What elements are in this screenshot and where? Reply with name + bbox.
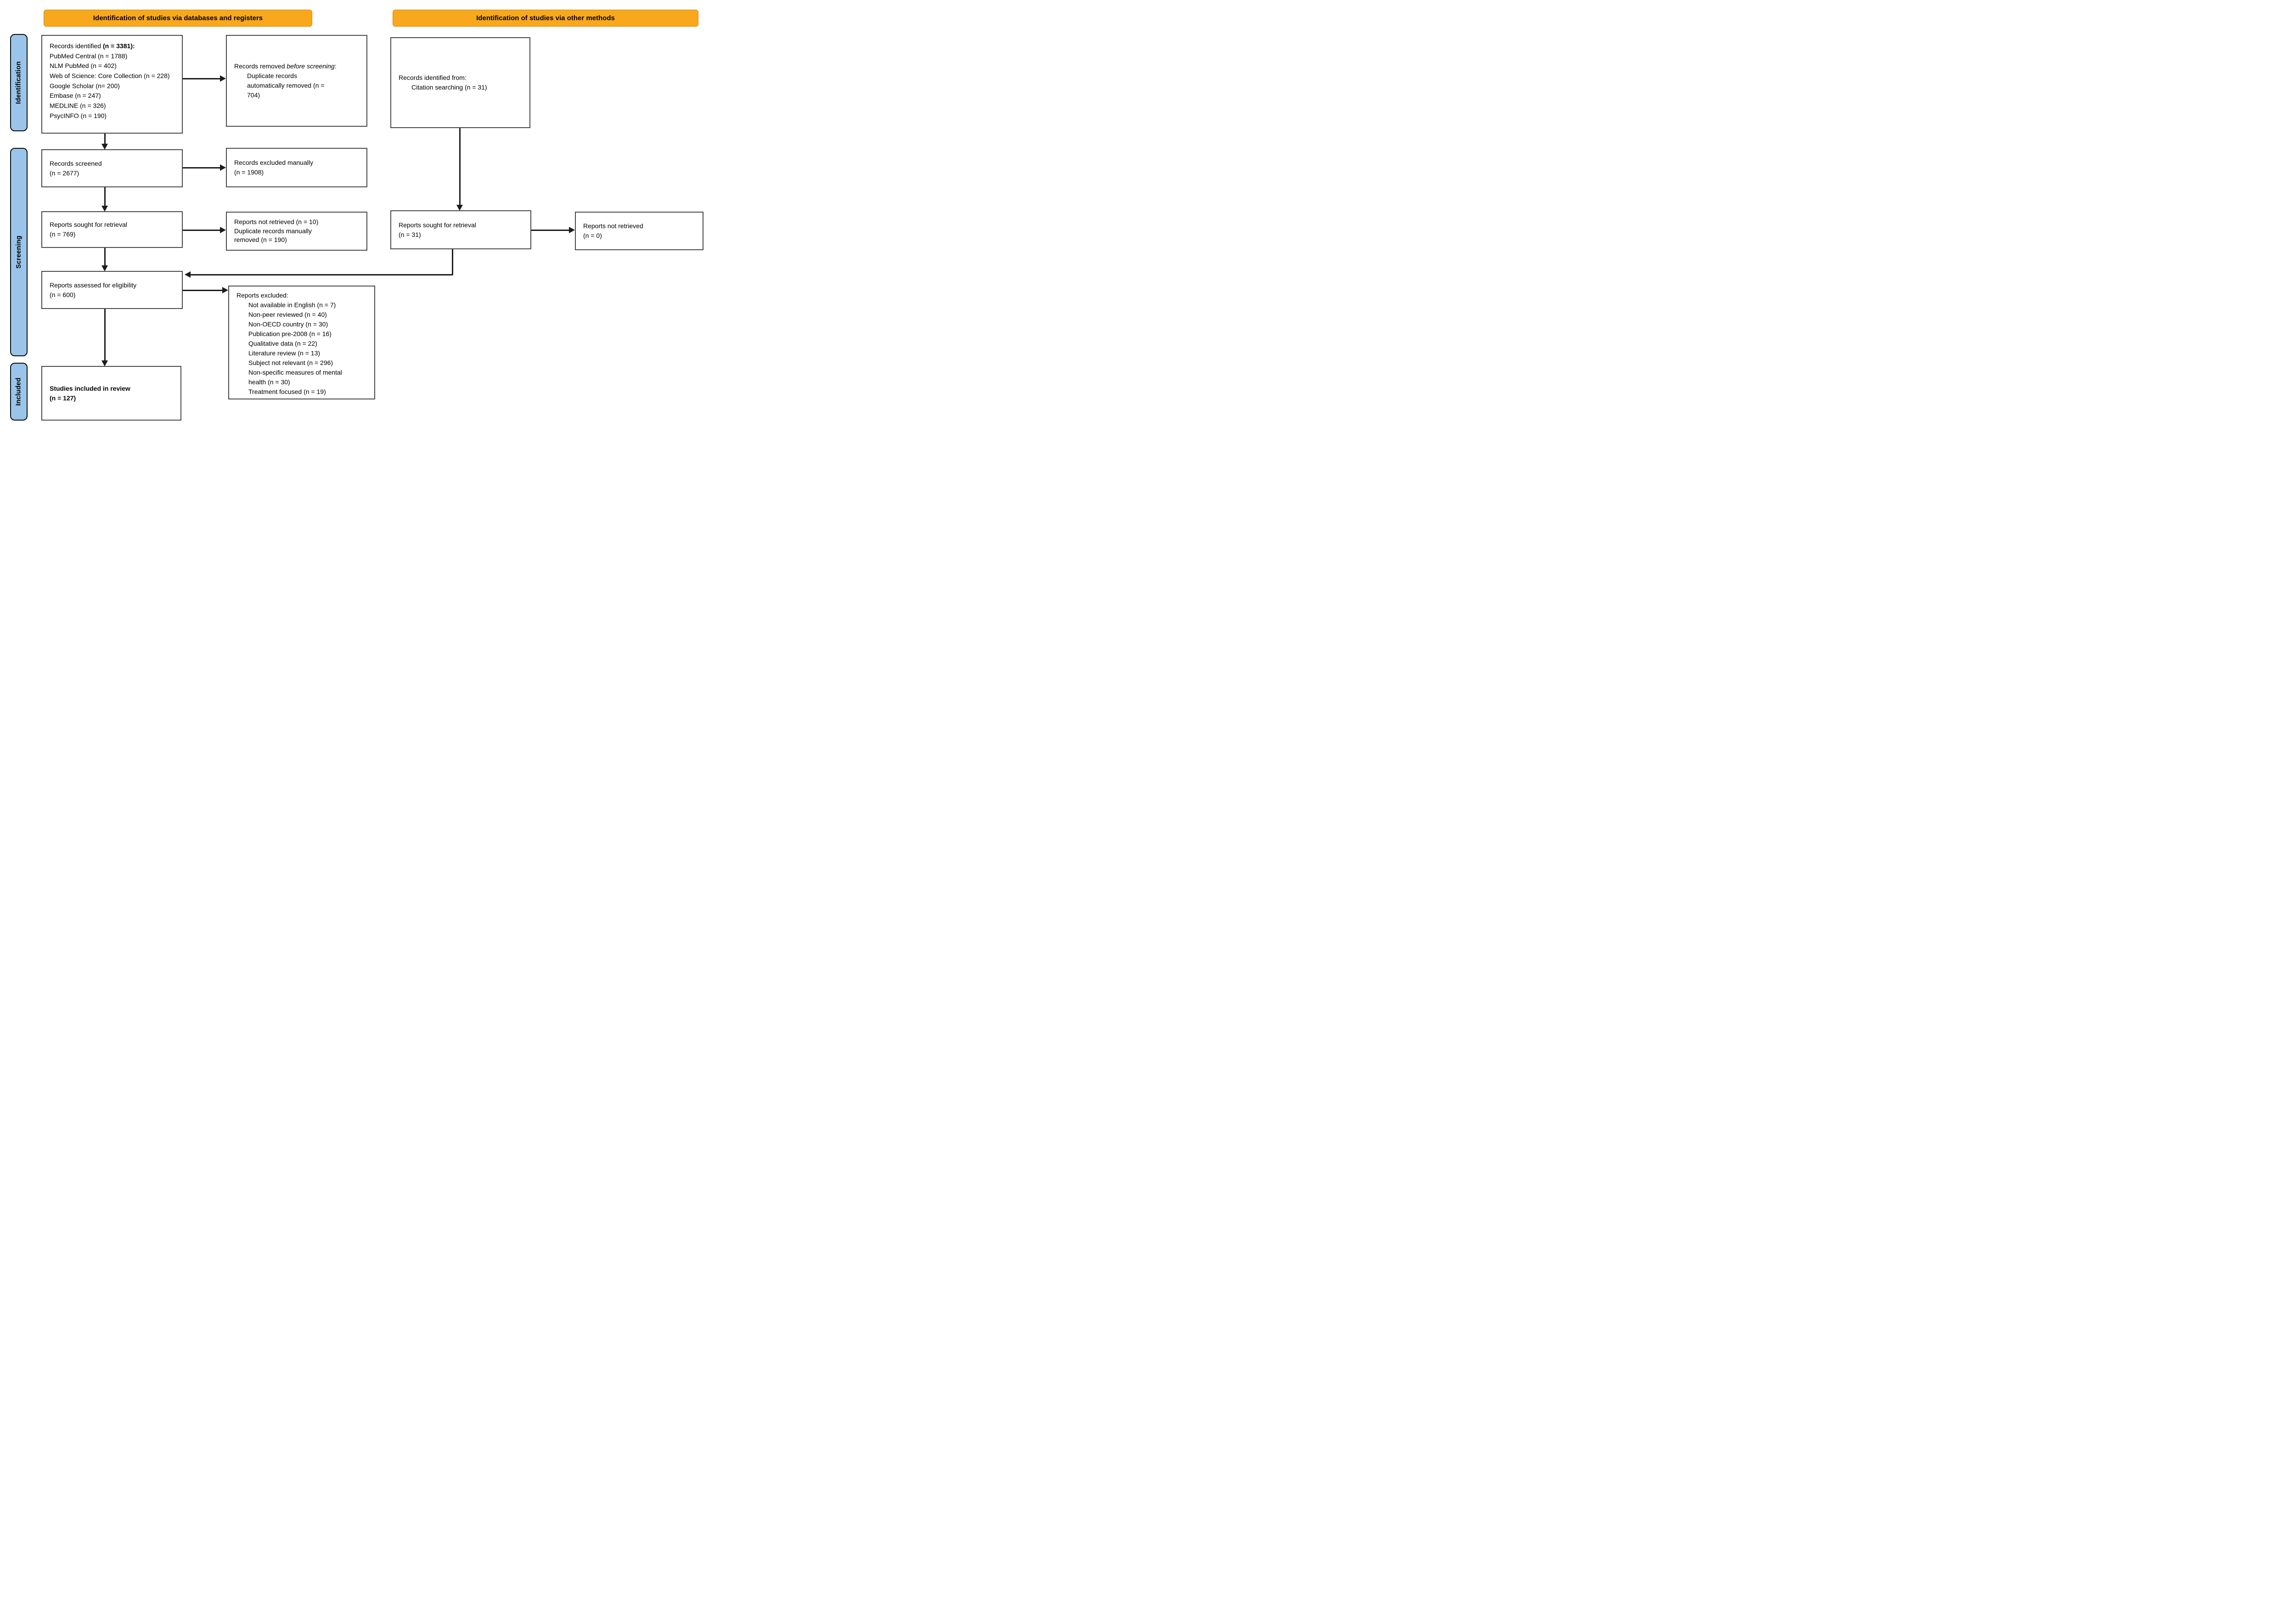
db-source-item: PubMed Central (n = 1788) bbox=[50, 52, 128, 60]
arrow-sought-to-assessed bbox=[104, 248, 106, 266]
reports-not-retrieved-db-line1: Reports not retrieved (n = 10) bbox=[234, 218, 319, 226]
stage-label-screening: Screening bbox=[10, 148, 28, 356]
stage-label-identification-text: Identification bbox=[15, 61, 23, 104]
arrow-citation-to-sought-head bbox=[456, 205, 463, 211]
studies-included-line1: Studies included in review bbox=[50, 384, 130, 392]
box-reports-not-retrieved-db: Reports not retrieved (n = 10) Duplicate… bbox=[226, 212, 367, 251]
db-source-item: NLM PubMed (n = 402) bbox=[50, 62, 117, 70]
records-identified-other-detail: Citation searching (n = 31) bbox=[411, 84, 487, 91]
records-removed-italic: before screening bbox=[287, 62, 335, 70]
box-records-excluded-manually: Records excluded manually (n = 1908) bbox=[226, 148, 367, 187]
records-removed-title: Records removed before screening: bbox=[234, 62, 362, 71]
arrow-assessed-to-included-head bbox=[101, 360, 108, 366]
box-reports-sought-other: Reports sought for retrieval (n = 31) bbox=[390, 210, 531, 249]
arrow-sought-other-to-assessed-vertical bbox=[452, 249, 453, 275]
exclusion-reason-item: Non-peer reviewed (n = 40) bbox=[248, 311, 327, 318]
db-source-item: PsycINFO (n = 190) bbox=[50, 112, 107, 119]
records-removed-prefix: Records removed bbox=[234, 62, 287, 70]
exclusion-reason-item: Non-OECD country (n = 30) bbox=[248, 320, 328, 328]
box-reports-not-retrieved-other: Reports not retrieved (n = 0) bbox=[575, 212, 703, 250]
records-removed-detail: Duplicate records automatically removed … bbox=[247, 72, 325, 99]
records-screened-line1: Records screened bbox=[50, 159, 102, 167]
stage-label-included-text: Included bbox=[15, 377, 23, 406]
records-screened-count: (n = 2677) bbox=[50, 169, 79, 177]
arrow-identified-to-screened bbox=[104, 134, 106, 144]
arrow-assessed-to-excluded bbox=[183, 290, 223, 291]
exclusion-reason-item: Subject not relevant (n = 296) bbox=[248, 359, 333, 366]
reports-not-retrieved-other-count: (n = 0) bbox=[583, 232, 602, 239]
records-identified-title-prefix: Records identified bbox=[50, 42, 103, 50]
arrow-identified-to-removed bbox=[183, 78, 220, 79]
box-records-removed: Records removed before screening: Duplic… bbox=[226, 35, 367, 127]
records-excluded-line1: Records excluded manually bbox=[234, 159, 313, 166]
box-studies-included: Studies included in review (n = 127) bbox=[41, 366, 181, 421]
studies-included-count: (n = 127) bbox=[50, 394, 76, 402]
arrow-identified-to-screened-head bbox=[101, 144, 108, 150]
exclusion-reason-item: Not available in English (n = 7) bbox=[248, 301, 336, 309]
arrow-sought-other-to-assessed-head bbox=[185, 271, 191, 278]
banner-databases-registers: Identification of studies via databases … bbox=[44, 10, 312, 27]
db-source-item: Web of Science: Core Collection (n = 228… bbox=[50, 72, 170, 80]
reports-assessed-line1: Reports assessed for eligibility bbox=[50, 281, 137, 289]
reports-sought-db-line1: Reports sought for retrieval bbox=[50, 221, 127, 228]
stage-label-included: Included bbox=[10, 363, 28, 421]
exclusion-reason-item: Literature review (n = 13) bbox=[248, 349, 321, 357]
banner-other-methods: Identification of studies via other meth… bbox=[393, 10, 698, 27]
reports-not-retrieved-db-line2: Duplicate records manually removed (n = … bbox=[234, 227, 312, 244]
arrow-sought-db-to-notretrieved bbox=[183, 230, 220, 231]
box-reports-sought-db: Reports sought for retrieval (n = 769) bbox=[41, 211, 183, 248]
reports-excluded-title: Reports excluded: bbox=[236, 292, 288, 299]
db-source-item: MEDLINE (n = 326) bbox=[50, 102, 106, 110]
box-records-identified-other: Records identified from: Citation search… bbox=[390, 37, 530, 128]
arrow-sought-other-to-notretrieved-head bbox=[569, 227, 575, 233]
arrow-sought-to-assessed-head bbox=[101, 265, 108, 271]
box-records-identified: Records identified (n = 3381): PubMed Ce… bbox=[41, 35, 183, 134]
db-source-item: Google Scholar (n= 200) bbox=[50, 82, 120, 90]
arrow-screened-to-sought-head bbox=[101, 206, 108, 212]
arrow-citation-to-sought bbox=[459, 128, 461, 205]
stage-label-screening-text: Screening bbox=[15, 236, 23, 269]
reports-not-retrieved-other-line1: Reports not retrieved bbox=[583, 222, 643, 230]
prisma-flow-diagram: Identification of studies via databases … bbox=[0, 0, 710, 426]
box-reports-assessed: Reports assessed for eligibility (n = 60… bbox=[41, 271, 183, 309]
records-identified-title-count: (n = 3381): bbox=[102, 42, 135, 50]
box-reports-excluded-reasons: Reports excluded: Not available in Engli… bbox=[228, 286, 375, 399]
records-excluded-count: (n = 1908) bbox=[234, 169, 264, 176]
exclusion-reason-item: Treatment focused (n = 19) bbox=[248, 388, 326, 395]
arrow-screened-to-sought bbox=[104, 187, 106, 206]
reports-assessed-count: (n = 600) bbox=[50, 291, 76, 298]
arrow-sought-other-to-assessed-horizontal bbox=[190, 274, 453, 275]
arrow-sought-other-to-notretrieved bbox=[531, 230, 569, 231]
arrow-screened-to-excluded bbox=[183, 167, 220, 169]
exclusion-reason-item: Publication pre-2008 (n = 16) bbox=[248, 330, 332, 337]
records-identified-other-title: Records identified from: bbox=[399, 74, 467, 81]
arrow-screened-to-excluded-head bbox=[220, 164, 226, 171]
records-identified-title: Records identified (n = 3381): bbox=[50, 41, 177, 51]
records-removed-suffix: : bbox=[334, 62, 337, 70]
db-source-item: Embase (n = 247) bbox=[50, 92, 101, 100]
arrow-assessed-to-included bbox=[104, 309, 106, 361]
exclusion-reason-item: Qualitative data (n = 22) bbox=[248, 340, 317, 347]
arrow-identified-to-removed-head bbox=[220, 75, 226, 82]
box-records-screened: Records screened (n = 2677) bbox=[41, 149, 183, 187]
arrow-sought-db-to-notretrieved-head bbox=[220, 227, 226, 233]
arrow-assessed-to-excluded-head bbox=[222, 287, 228, 293]
reports-sought-other-count: (n = 31) bbox=[399, 230, 421, 238]
stage-label-identification: Identification bbox=[10, 34, 28, 131]
exclusion-reason-item: Non-specific measures of mental health (… bbox=[248, 369, 342, 386]
reports-sought-db-count: (n = 769) bbox=[50, 230, 76, 238]
reports-sought-other-line1: Reports sought for retrieval bbox=[399, 221, 476, 229]
